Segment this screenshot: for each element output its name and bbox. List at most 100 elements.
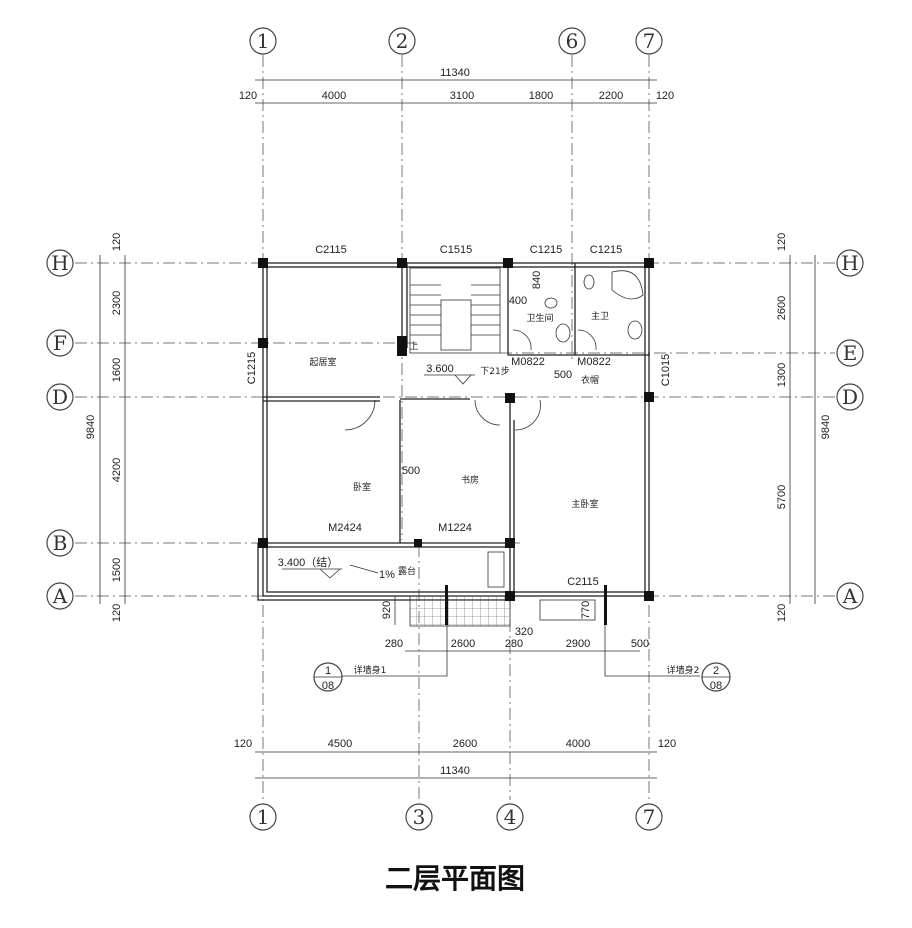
dim-text: 1300 [776,363,788,387]
detail-label: 详墙身2 [667,664,700,676]
shaft [539,599,596,621]
dim-text: 2200 [599,90,623,102]
dim-text: 500 [554,369,572,381]
drawing-title: 二层平面图 [385,862,525,895]
axis-label: H [51,251,68,275]
dim-text: 9840 [820,415,832,439]
room-closet: 衣帽 [581,374,599,386]
axis-label: 4 [504,805,517,829]
dim-text: 2900 [566,638,590,650]
detail-number: 1 [325,665,331,677]
room-living: 起居室 [309,356,336,368]
dim-text: 840 [531,271,543,289]
level-mark: 3.600 [426,363,454,375]
axis-bubbles-bottom: 1 3 4 7 [249,803,663,831]
door-label: M0822 [577,356,611,368]
walls [257,262,650,601]
fixtures [544,270,644,343]
dim-text: 500 [402,465,420,477]
stairs-down-label: 下21步 [480,366,509,377]
shaft [487,551,505,588]
axis-label: 6 [566,29,579,53]
dim-text: 11340 [440,67,470,79]
detail-label: 详墙身1 [354,664,387,676]
axis-label: A [842,584,858,608]
dim-text: 500 [631,638,649,650]
room-bedroom: 卧室 [353,481,371,493]
axis-label: 2 [396,29,409,53]
exterior-stair [409,595,511,627]
dim-text: 120 [656,90,674,102]
dim-text: 770 [580,601,592,619]
window-label: C1215 [590,244,622,256]
dim-text: 4000 [566,738,590,750]
door-label: M0822 [511,356,545,368]
window-label: C1515 [440,244,472,256]
room-terrace: 露台 [398,565,416,577]
dimension-texts: 11340 120 4000 3100 1800 2200 120 120 45… [85,67,832,777]
room-master-bath: 主卫 [591,310,609,322]
stairs-up-label: 上 [409,341,418,352]
columns [258,258,654,625]
detail-number: 2 [713,665,719,677]
window-label: C2115 [567,576,599,588]
dim-text: 2600 [776,296,788,320]
dim-text: 2600 [451,638,475,650]
room-study: 书房 [461,474,479,486]
room-bathroom: 卫生间 [526,312,553,324]
dim-text: 120 [111,233,123,251]
dim-text: 280 [505,638,523,650]
dim-text: 120 [658,738,676,750]
dim-text: 120 [776,233,788,251]
room-master-bedroom: 主卧室 [571,498,598,510]
dim-text: 2300 [111,291,123,315]
axis-bubbles-left: H F D B A [46,249,74,610]
dim-text: 400 [509,295,527,307]
axis-label: D [842,385,858,409]
window-label: C1215 [246,352,258,384]
room-labels: 起居室 卧室 书房 主卧室 卫生间 主卫 衣帽 露台 [309,310,609,577]
slope-label: 1% [379,569,395,581]
dim-text: 4000 [322,90,346,102]
axis-label: B [53,531,68,555]
level-mark: 3.400（结） [278,556,339,569]
dim-text: 11340 [440,765,470,777]
dim-text: 1500 [111,558,123,582]
door-label: M1224 [438,522,472,534]
dim-text: 280 [385,638,403,650]
opening-labels: C2115 C1515 C1215 C1215 C1215 C1015 C211… [246,244,672,588]
window-label: C1015 [660,354,672,386]
annotations: 3.600 下21步 上 3.400（结） 1% [278,341,510,581]
dim-text: 2600 [453,738,477,750]
axis-label: A [52,584,68,608]
dim-text: 9840 [85,415,97,439]
detail-sheet: 08 [710,680,722,692]
door-label: M2424 [328,522,362,534]
dim-text: 120 [111,604,123,622]
detail-callout-2: 2 08 详墙身2 [667,662,731,692]
axis-label: 1 [257,29,270,53]
window-label: C1215 [530,244,562,256]
dim-text: 120 [776,604,788,622]
dim-text: 1800 [529,90,553,102]
dim-text: 120 [239,90,257,102]
dim-text: 920 [381,601,393,619]
dim-text: 5700 [776,485,788,509]
axis-label: D [52,385,68,409]
staircase [409,267,501,354]
window-label: C2115 [315,244,347,256]
axis-bubbles-top: 1 2 6 7 [249,27,663,55]
detail-callout-1: 1 08 详墙身1 [313,662,387,692]
dim-text: 4200 [111,458,123,482]
axis-label: 1 [257,805,270,829]
axis-bubbles-right: H E D A [836,249,864,610]
dim-text: 320 [515,626,533,638]
axis-label: F [53,331,67,355]
axis-label: H [841,251,858,275]
axis-label: 3 [413,805,426,829]
axis-label: 7 [643,29,656,53]
dim-text: 4500 [328,738,352,750]
dim-text: 120 [234,738,252,750]
dim-text: 3100 [450,90,474,102]
